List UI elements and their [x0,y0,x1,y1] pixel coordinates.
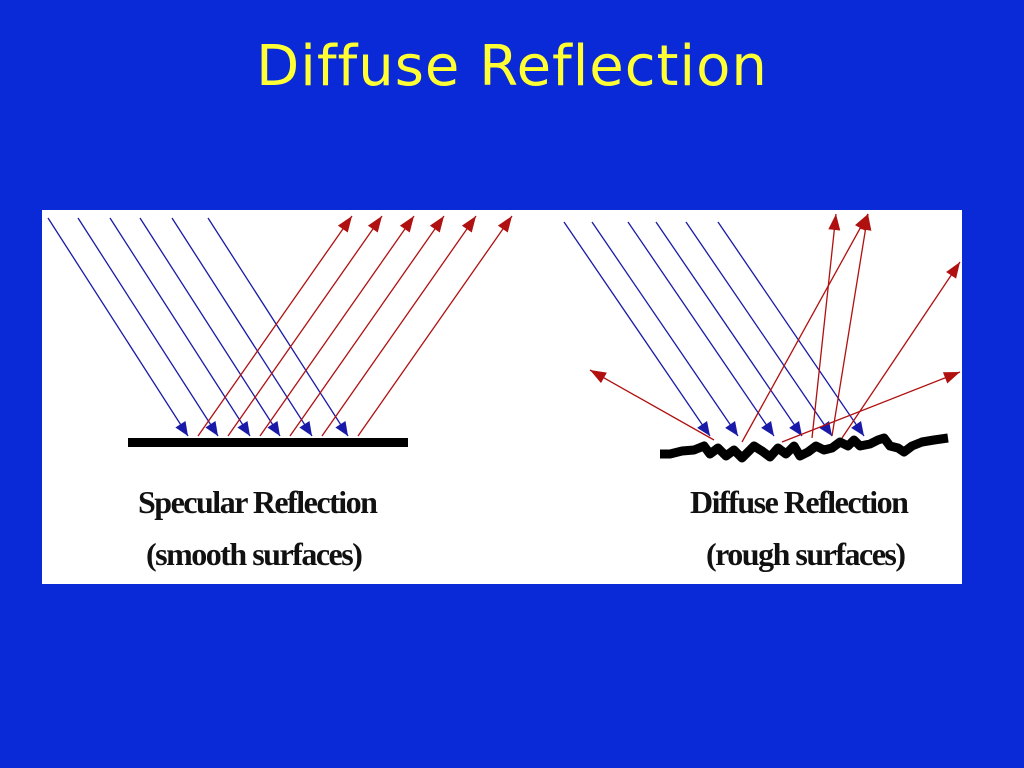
diffuse-reflected-rays [589,213,961,443]
arrowhead-icon [267,420,280,436]
arrowhead-icon [367,216,382,233]
slide-title: Diffuse Reflection [256,34,768,99]
reflected-ray [589,369,715,441]
arrowhead-icon [237,420,250,436]
incident-ray [109,217,251,437]
reflected-ray [321,215,477,437]
incident-ray [139,217,281,437]
incident-ray [717,221,865,437]
arrowhead-icon [337,216,352,233]
arrowhead-icon [942,372,960,384]
arrowhead-icon [429,216,444,233]
diffuse-diagram [563,213,961,463]
incident-ray [591,221,739,437]
reflected-ray [227,215,383,437]
incident-ray [655,221,803,437]
arrowhead-icon [399,216,414,233]
arrowhead-icon [497,216,512,233]
arrowhead-icon [461,216,476,233]
arrowhead-icon [851,421,864,436]
specular-reflected-rays [197,215,513,437]
diffuse-incident-rays [563,221,865,437]
incident-ray [47,217,189,437]
specular-diagram [47,215,513,447]
arrowhead-icon [789,421,802,436]
reflection-figure: Specular Reflection (smooth surfaces) Di… [42,210,962,584]
arrowhead-icon [299,420,312,436]
reflected-ray [781,371,961,443]
specular-caption-title: Specular Reflection [138,484,378,520]
incident-ray [171,217,313,437]
diffuse-caption-title: Diffuse Reflection [690,484,909,520]
smooth-surface [128,438,408,447]
incident-ray [207,217,349,437]
arrowhead-icon [725,421,738,436]
incident-ray [563,221,711,437]
reflected-ray [197,215,353,437]
reflected-ray [357,215,513,437]
arrowhead-icon [828,214,841,231]
reflection-diagram-svg [47,213,961,463]
reflected-ray [259,215,415,437]
reflected-ray [289,215,445,437]
reflected-ray [841,261,961,439]
arrowhead-icon [697,421,710,436]
arrowhead-icon [205,420,218,436]
incident-ray [685,221,833,437]
arrowhead-icon [335,420,348,436]
rough-surface [660,433,949,463]
diffuse-caption-subtitle: (rough surfaces) [706,536,906,572]
arrowhead-icon [761,421,774,436]
specular-incident-rays [47,217,349,437]
incident-ray [627,221,775,437]
specular-caption-subtitle: (smooth surfaces) [146,536,363,572]
reflected-ray [811,213,841,439]
arrowhead-icon [946,262,960,279]
arrowhead-icon [175,420,188,436]
incident-ray [77,217,219,437]
arrowhead-icon [859,214,872,231]
arrowhead-icon [819,421,832,436]
reflected-ray [831,213,872,437]
arrowhead-icon [590,370,607,384]
